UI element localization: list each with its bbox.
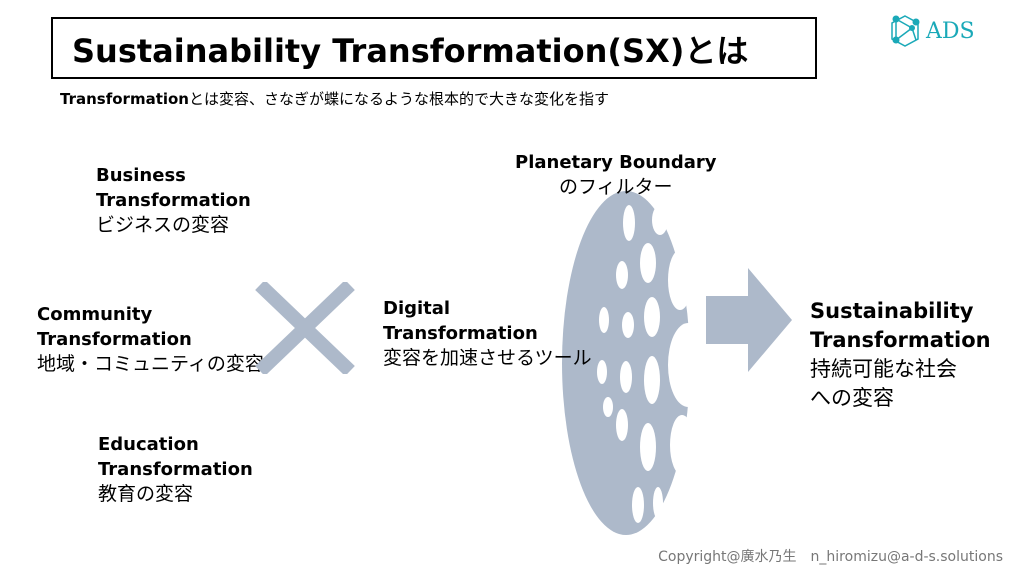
education-transformation: Education Transformation 教育の変容 [98,432,253,506]
title-box [51,17,817,79]
business-l2: Transformation [96,190,251,211]
ads-logo: ADS [888,14,975,48]
planetary-l1: Planetary Boundary [515,152,717,173]
subtitle-bold: Transformation [60,90,189,108]
arrow-right-icon [706,268,792,372]
digital-l2: Transformation [383,323,538,344]
community-transformation: Community Transformation 地域・コミュニティの変容 [37,302,264,376]
community-l2: Transformation [37,329,192,350]
sx-l3: 持続可能な社会 [810,357,957,381]
network-logo-icon [891,15,920,47]
sx-l2: Transformation [810,328,991,352]
subtitle: Transformationとは変容、さなぎが蝶になるような根本的で大きな変化を… [60,88,609,109]
digital-l1: Digital [383,298,451,319]
business-transformation: Business Transformation ビジネスの変容 [96,163,251,237]
business-l3: ビジネスの変容 [96,214,230,236]
logo-text: ADS [926,18,975,44]
planetary-l2: のフィルター [558,176,673,198]
subtitle-text: とは変容、さなぎが蝶になるような根本的で大きな変化を指す [189,90,610,108]
digital-l3: 変容を加速させるツール [383,347,592,369]
sx-l4: への変容 [810,386,894,410]
community-l3: 地域・コミュニティの変容 [37,353,264,375]
sx-l1: Sustainability [810,299,974,323]
education-l1: Education [98,434,199,455]
planetary-filter-shape [562,191,695,535]
planetary-boundary: Planetary Boundary のフィルター [515,150,717,199]
page-title: Sustainability Transformation(SX)とは [72,32,749,70]
copyright-footer: Copyright@廣水乃生 n_hiromizu@a-d-s.solution… [658,549,1003,565]
education-l3: 教育の変容 [98,483,194,505]
digital-transformation: Digital Transformation 変容を加速させるツール [383,296,592,370]
sustainability-transformation: Sustainability Transformation 持続可能な社会 への… [810,297,991,413]
community-l1: Community [37,304,153,325]
business-l1: Business [96,165,186,186]
education-l2: Transformation [98,459,253,480]
cross-icon [255,282,355,374]
